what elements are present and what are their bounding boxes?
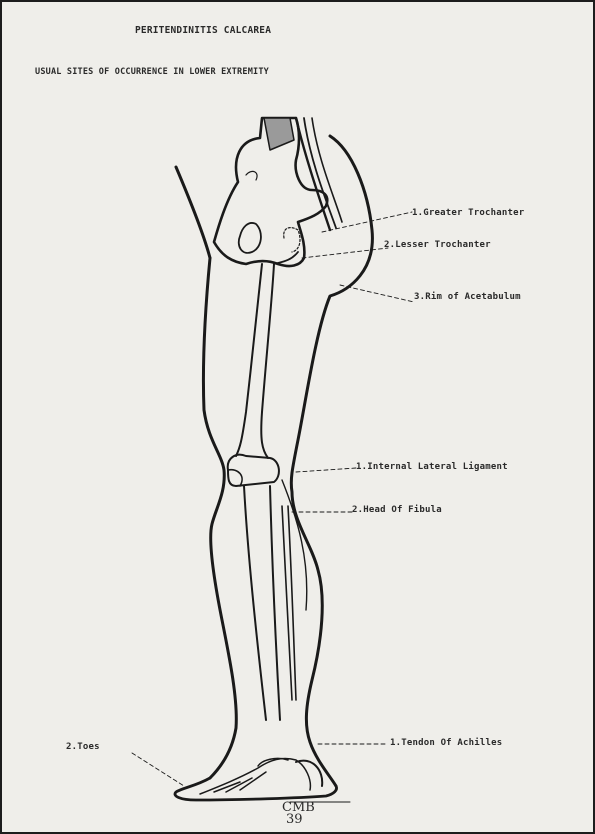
foot-bones <box>200 758 310 794</box>
leader-lesser-trochanter <box>302 248 388 258</box>
label-greater-trochanter: 1.Greater Trochanter <box>412 208 524 218</box>
label-rim-acetabulum: 3.Rim of Acetabulum <box>414 292 521 302</box>
leader-toes <box>132 753 184 786</box>
leader-greater-trochanter <box>322 212 412 232</box>
obturator-hole <box>239 223 261 253</box>
femur-outer <box>236 264 262 456</box>
heel <box>296 761 322 786</box>
artist-signature: CMB 39 <box>282 802 315 826</box>
back-thigh-contour <box>203 258 236 778</box>
foot-outline <box>175 778 337 800</box>
label-lesser-trochanter: 2.Lesser Trochanter <box>384 240 491 250</box>
back-contour <box>176 167 210 258</box>
leader-acetabulum <box>340 285 414 302</box>
label-head-fibula: 2.Head Of Fibula <box>352 505 442 515</box>
signature-year: 39 <box>282 814 315 826</box>
greater-trochanter-marker <box>284 228 300 252</box>
sacrum-stripe <box>264 118 294 150</box>
fibula <box>282 506 296 700</box>
leader-internal-ligament <box>296 468 356 472</box>
tibia <box>244 486 280 720</box>
label-toes: 2.Toes <box>66 742 100 752</box>
femur-inner <box>261 264 274 458</box>
label-tendon-achilles: 1.Tendon Of Achilles <box>390 738 502 748</box>
front-thigh-contour <box>291 136 372 786</box>
label-internal-lateral-ligament: 1.Internal Lateral Ligament <box>356 462 508 472</box>
